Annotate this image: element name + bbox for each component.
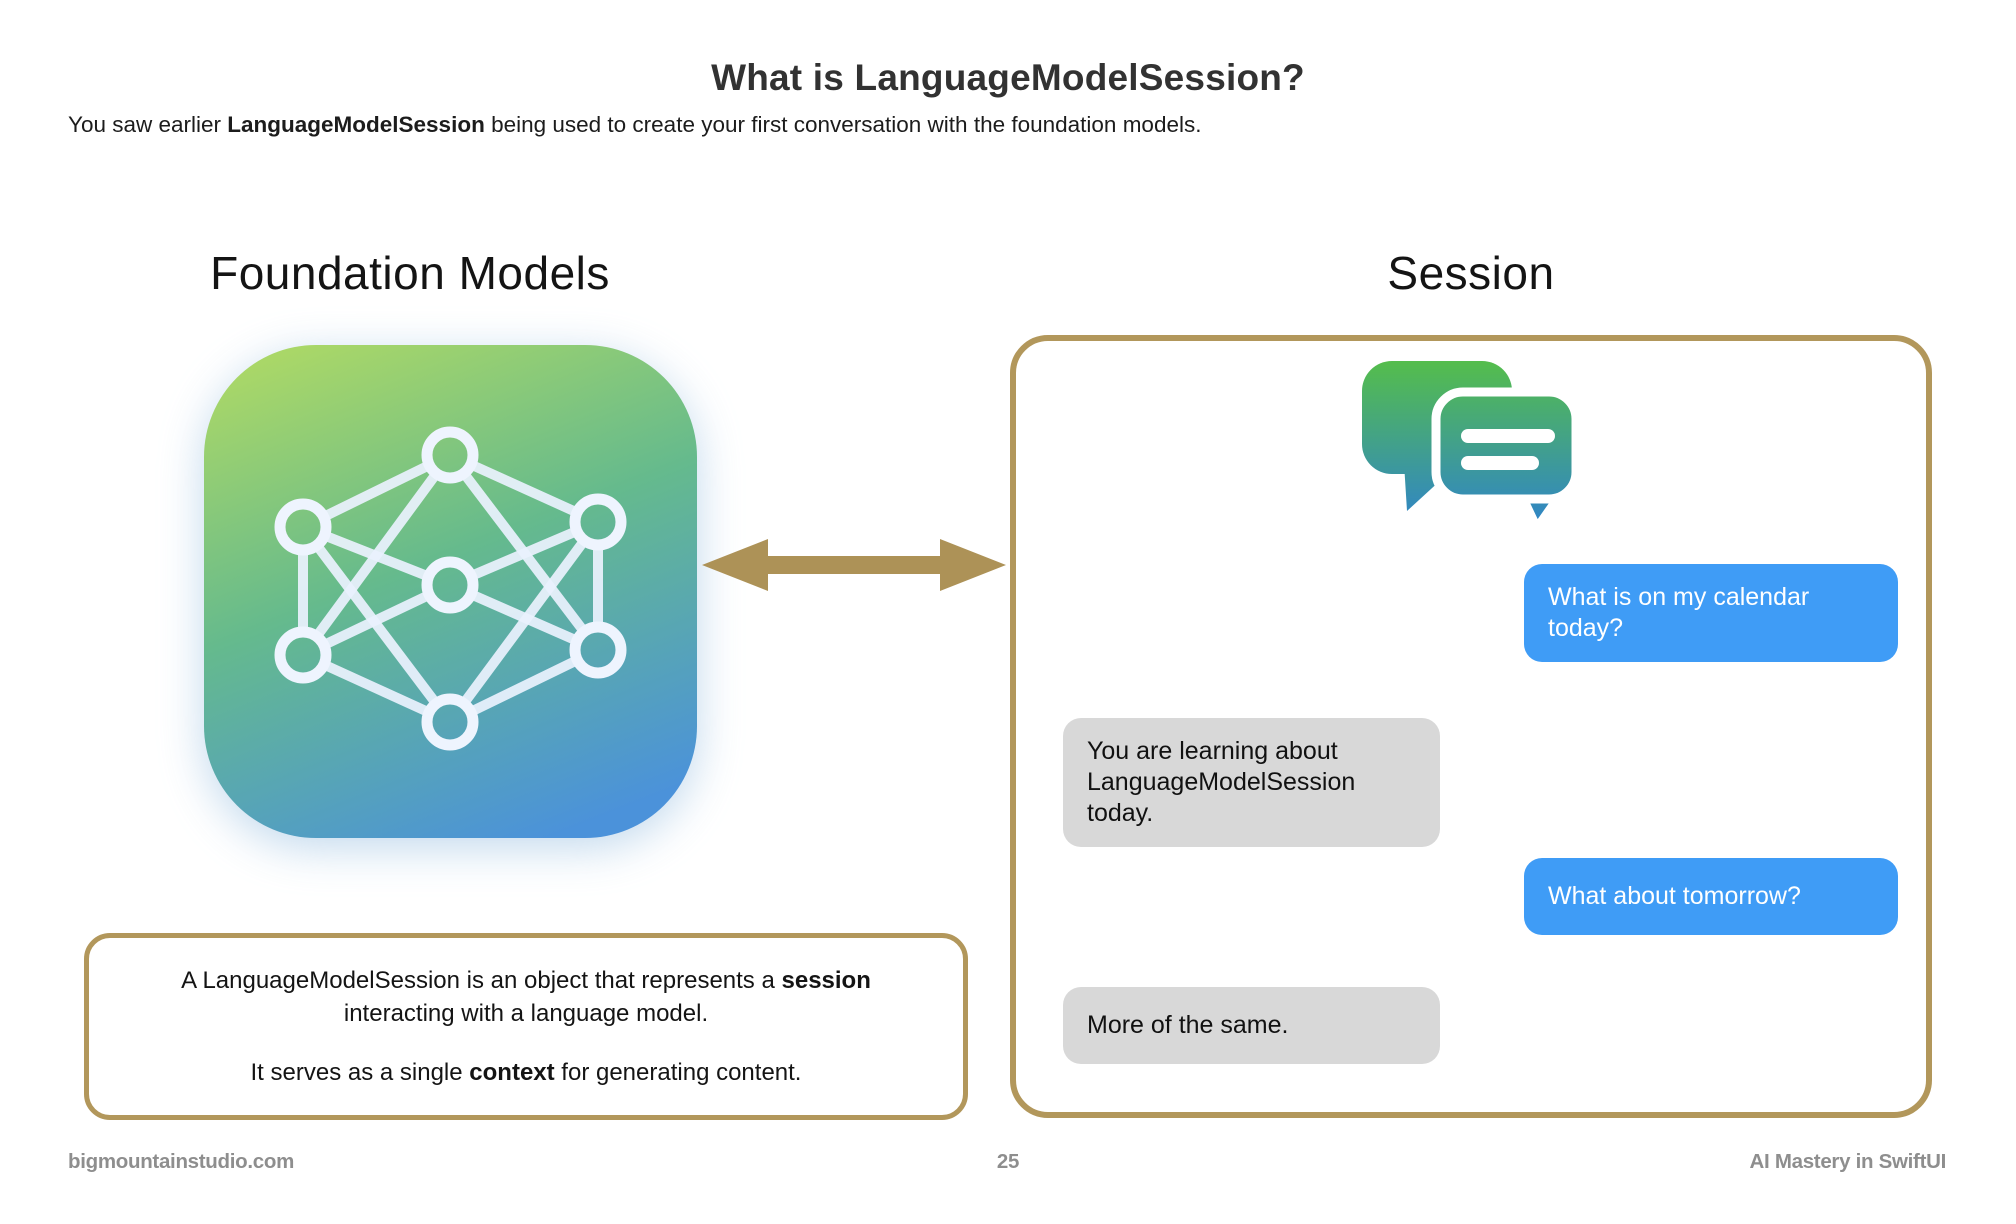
definition-line1-bold: session — [781, 967, 871, 994]
intro-text: You saw earlier LanguageModelSession bei… — [68, 112, 1201, 138]
definition-line-2: It serves as a single context for genera… — [251, 1056, 802, 1089]
session-heading: Session — [1387, 247, 1555, 299]
definition-callout: A LanguageModelSession is an object that… — [84, 933, 968, 1120]
chat-message-assistant: More of the same. — [1063, 987, 1440, 1064]
footer-book-title: AI Mastery in SwiftUI — [1749, 1150, 1947, 1173]
definition-line2-pre: It serves as a single — [250, 1059, 470, 1086]
session-panel: What is on my calendar today? You are le… — [1010, 335, 1932, 1118]
page-title: What is LanguageModelSession? — [711, 57, 1305, 98]
intro-text-pre: You saw earlier — [68, 112, 228, 137]
page-number: 25 — [996, 1150, 1020, 1173]
definition-line2-bold: context — [469, 1059, 555, 1086]
definition-line2-post: for generating content. — [554, 1059, 802, 1086]
network-nodes — [274, 426, 627, 751]
chat-message-user: What is on my calendar today? — [1524, 564, 1898, 662]
intro-text-bold: LanguageModelSession — [227, 112, 485, 137]
footer-website: bigmountainstudio.com — [68, 1150, 295, 1173]
chat-message-user: What about tomorrow? — [1524, 858, 1898, 935]
chat-message-assistant: You are learning about LanguageModelSess… — [1063, 718, 1440, 847]
definition-line-1: A LanguageModelSession is an object that… — [161, 964, 891, 1030]
double-arrow-icon — [702, 539, 1006, 591]
definition-line1-pre: A LanguageModelSession is an object that… — [181, 967, 782, 994]
definition-line1-post: interacting with a language model. — [343, 1000, 709, 1027]
chat-bubbles-icon — [1362, 361, 1581, 531]
intro-text-post: being used to create your first conversa… — [484, 112, 1202, 137]
chat-icon-wrap — [1016, 359, 1926, 536]
foundation-models-heading: Foundation Models — [210, 247, 610, 299]
neural-network-icon — [204, 345, 697, 838]
